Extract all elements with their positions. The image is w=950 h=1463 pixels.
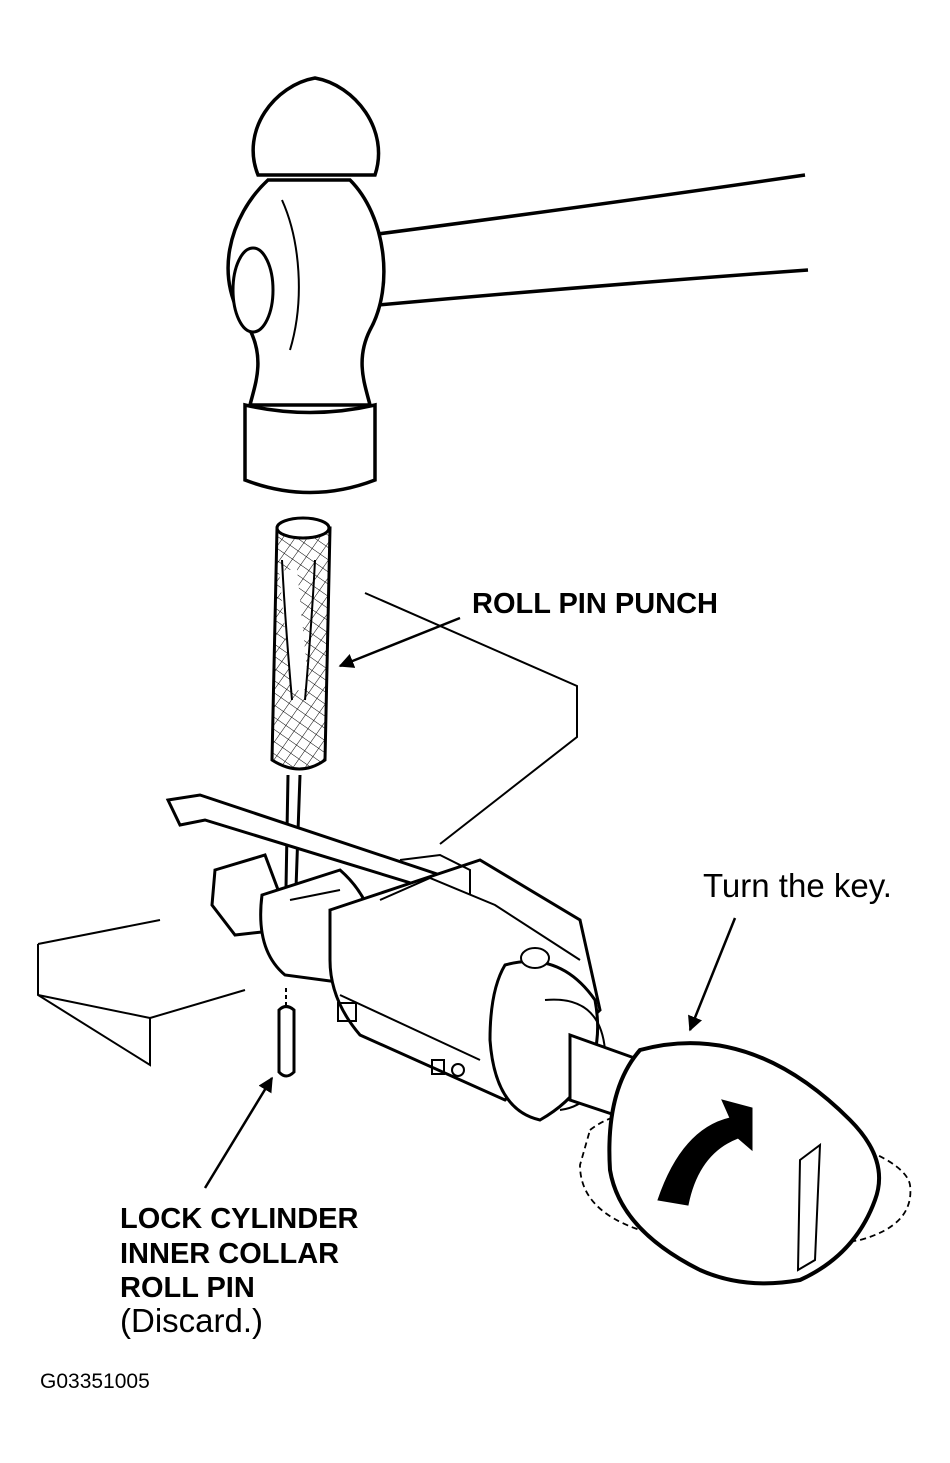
roll-pin-icon bbox=[277, 988, 296, 1078]
leader-arrows bbox=[203, 616, 737, 1189]
punch-leader-arrow bbox=[338, 616, 461, 668]
turn-arrow-icon bbox=[657, 1099, 753, 1206]
roll-pin-punch-label: ROLL PIN PUNCH bbox=[472, 588, 718, 620]
discard-note: (Discard.) bbox=[120, 1302, 264, 1339]
turn-key-label: Turn the key. bbox=[703, 867, 892, 904]
key-icon bbox=[607, 1041, 882, 1286]
lock-cylinder-label-line3: ROLL PIN bbox=[120, 1272, 255, 1304]
lock-cylinder-icon bbox=[165, 793, 642, 1122]
key-leader-arrow bbox=[688, 917, 737, 1032]
pin-leader-arrow bbox=[203, 1076, 274, 1189]
lock-cylinder-label-line2: INNER COLLAR bbox=[120, 1238, 340, 1270]
figure-code: G03351005 bbox=[40, 1370, 150, 1393]
lock-cylinder-label-line1: LOCK CYLINDER bbox=[120, 1203, 359, 1235]
workbench-block-icon bbox=[37, 592, 578, 1067]
hammer-icon bbox=[226, 76, 809, 495]
